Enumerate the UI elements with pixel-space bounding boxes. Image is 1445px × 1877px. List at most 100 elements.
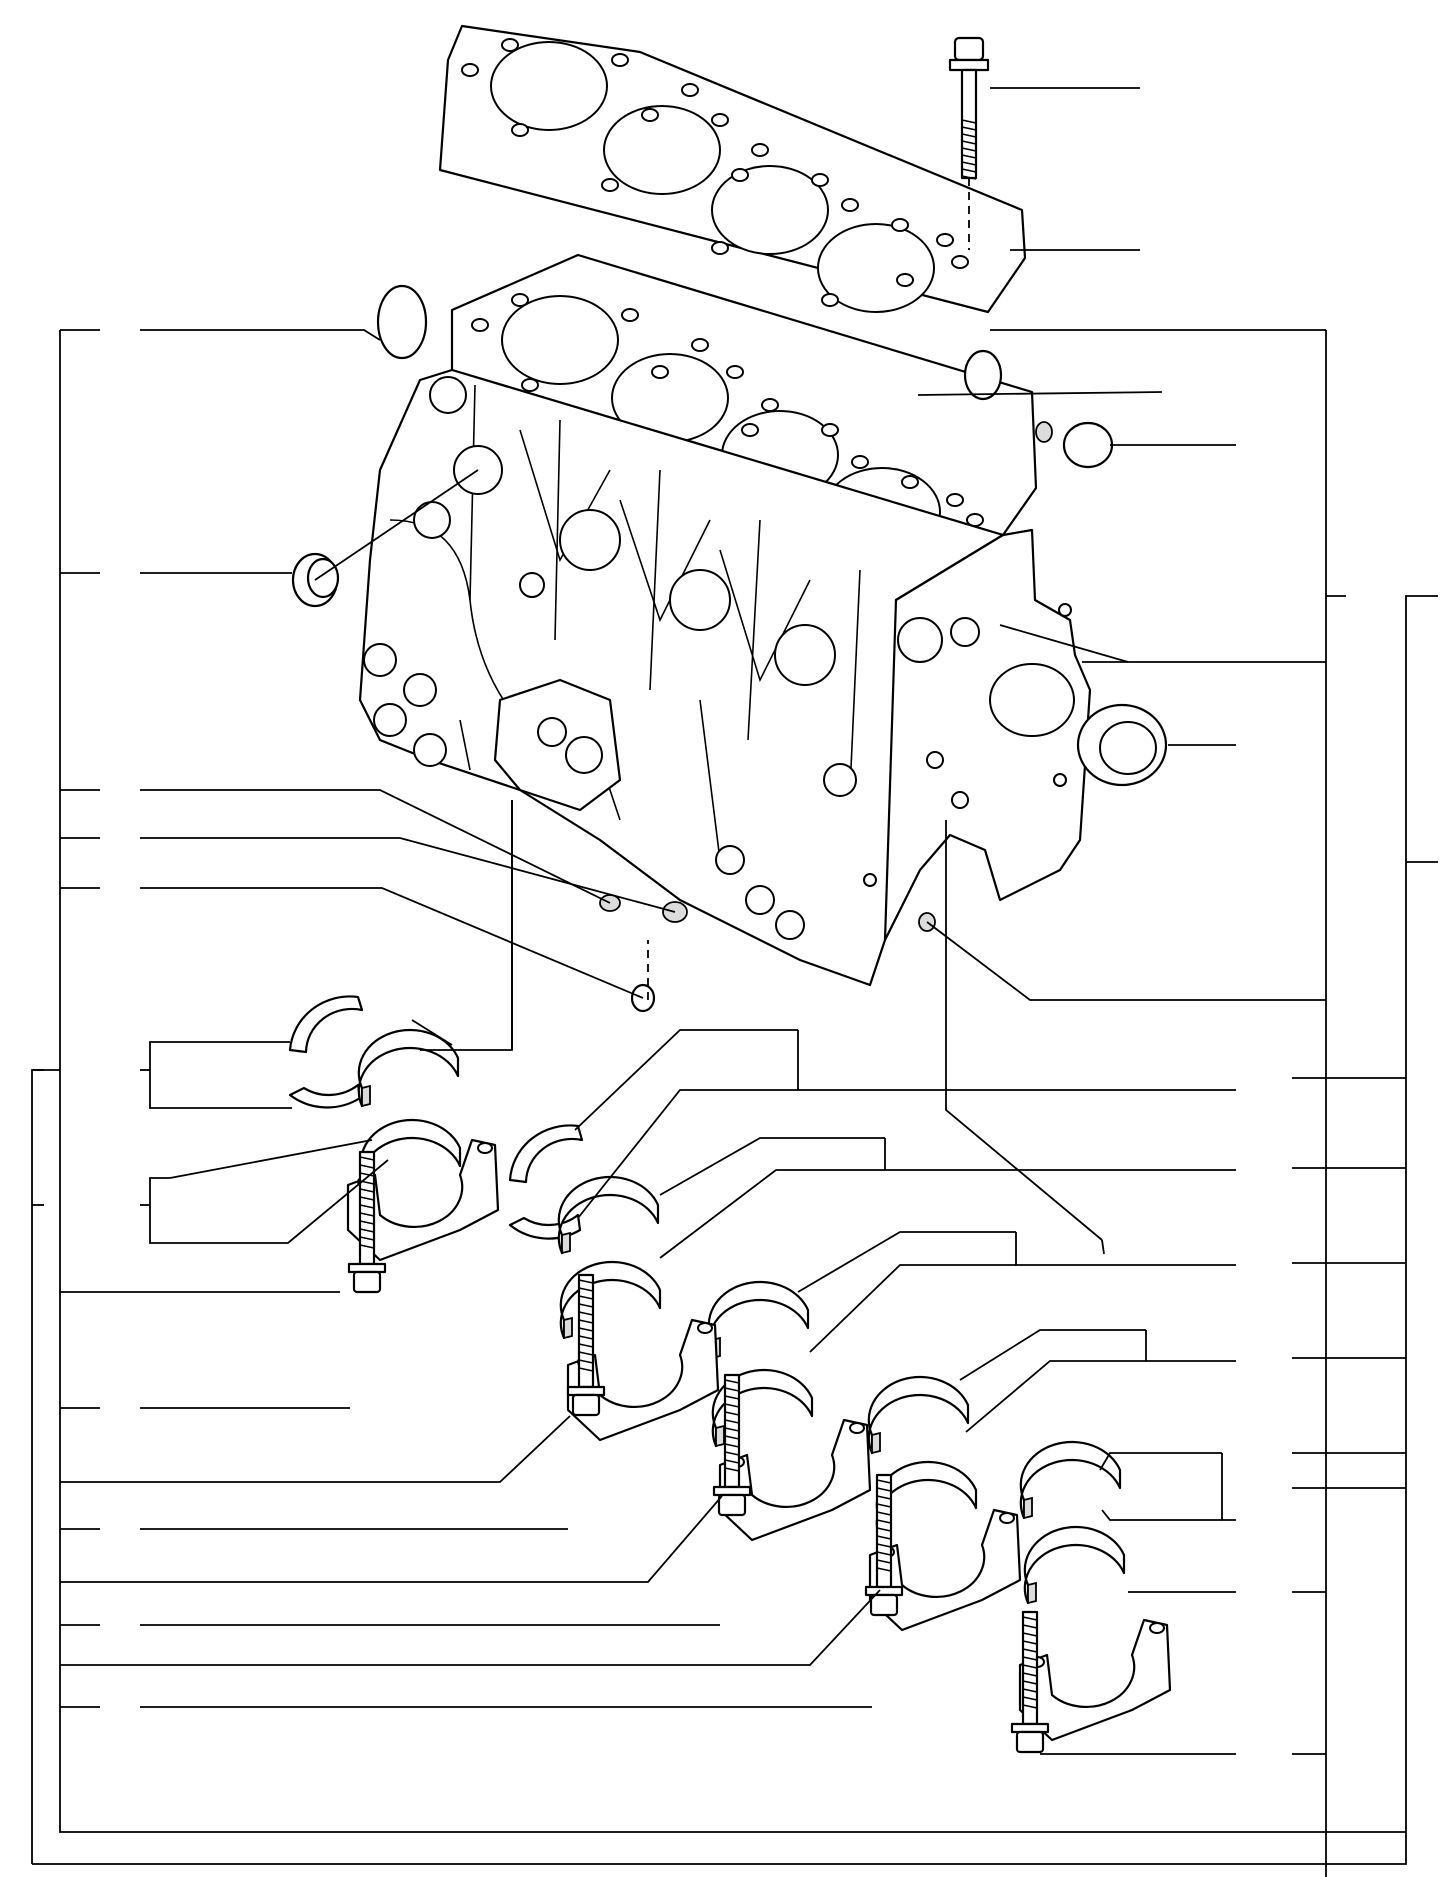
thread-line	[359, 1220, 375, 1225]
deck-hole	[621, 308, 639, 322]
thread-line	[876, 1527, 892, 1532]
bolt-flange	[1010, 1722, 1050, 1734]
thread-line	[1022, 1656, 1038, 1661]
thread-line	[724, 1411, 740, 1416]
thread-line	[359, 1204, 375, 1209]
gasket-hole	[821, 293, 839, 307]
gasket-hole	[891, 218, 909, 232]
thread-line	[1022, 1664, 1038, 1669]
thread-line	[578, 1287, 594, 1292]
gasket-hole	[501, 38, 519, 52]
thread-line	[359, 1228, 375, 1233]
thread-line	[876, 1543, 892, 1548]
bolt-flange	[864, 1585, 904, 1597]
thread-line	[359, 1236, 375, 1241]
cap-hole	[697, 1322, 713, 1334]
bearing-shell-edge	[715, 1424, 725, 1448]
thread-line	[724, 1451, 740, 1456]
thread-line	[578, 1343, 594, 1348]
thread-line	[724, 1435, 740, 1440]
bolt-head	[1015, 1730, 1045, 1754]
gasket-hole	[511, 123, 529, 137]
cylinder-block-icon	[358, 253, 1092, 987]
thread-line	[1022, 1640, 1038, 1645]
cap-hole	[1149, 1622, 1165, 1634]
thread-line	[578, 1351, 594, 1356]
thread-line	[961, 126, 977, 131]
thread-line	[876, 1519, 892, 1524]
main-bearing-cap-icon	[1018, 1618, 1172, 1742]
bearing-shell-edge	[1023, 1496, 1033, 1520]
thread-line	[578, 1303, 594, 1308]
thread-line	[876, 1535, 892, 1540]
thread-line	[724, 1467, 740, 1472]
thread-line	[578, 1295, 594, 1300]
main-bearing-cap-icon	[566, 1318, 720, 1442]
gasket-hole	[681, 83, 699, 97]
thread-line	[578, 1279, 594, 1284]
gasket-hole	[641, 108, 659, 122]
bearing-shell-icon	[357, 1028, 460, 1108]
thread-line	[876, 1503, 892, 1508]
gasket-hole	[751, 143, 769, 157]
deck-hole	[741, 423, 759, 437]
thread-line	[961, 168, 977, 173]
gasket-hole	[601, 178, 619, 192]
thread-line	[961, 161, 977, 166]
leader-lines	[31, 87, 1438, 1877]
bearing-shell-icon	[559, 1260, 662, 1340]
thread-line	[724, 1419, 740, 1424]
deck-hole	[651, 365, 669, 379]
thread-line	[961, 175, 977, 180]
main-bearing-cap-icon	[346, 1138, 500, 1262]
thread-line	[1022, 1616, 1038, 1621]
gasket-hole	[811, 173, 829, 187]
bearing-shell-edge	[871, 1431, 881, 1455]
bearing-shell-icon	[1019, 1440, 1122, 1520]
bearing-shell-edge	[563, 1316, 573, 1340]
thread-line	[876, 1511, 892, 1516]
thread-line	[724, 1443, 740, 1448]
thread-line	[876, 1559, 892, 1564]
thread-line	[578, 1367, 594, 1372]
thread-line	[578, 1327, 594, 1332]
thread-line	[1022, 1696, 1038, 1701]
thread-line	[578, 1319, 594, 1324]
bolt-head	[571, 1393, 601, 1417]
cap-hole	[849, 1422, 865, 1434]
thread-line	[1022, 1632, 1038, 1637]
bolt-head	[352, 1270, 382, 1294]
thread-line	[876, 1551, 892, 1556]
deck-hole	[901, 475, 919, 489]
head-bolt-icon	[948, 36, 990, 250]
thread-line	[359, 1156, 375, 1161]
thread-line	[359, 1172, 375, 1177]
thread-line	[359, 1212, 375, 1217]
deck-hole	[521, 378, 539, 392]
thread-line	[359, 1188, 375, 1193]
thread-line	[724, 1459, 740, 1464]
bearing-shell-icon	[707, 1280, 810, 1360]
gasket-hole	[936, 233, 954, 247]
plug-icon	[376, 284, 1053, 1013]
thread-line	[724, 1427, 740, 1432]
deck-hole	[726, 365, 744, 379]
thread-line	[724, 1395, 740, 1400]
thread-line	[961, 147, 977, 152]
gasket-hole	[841, 198, 859, 212]
thread-line	[961, 154, 977, 159]
thread-line	[359, 1244, 375, 1249]
deck-hole	[761, 398, 779, 412]
thread-line	[578, 1335, 594, 1340]
thread-line	[961, 140, 977, 145]
deck-hole	[471, 318, 489, 332]
bolt-flange	[712, 1485, 752, 1497]
thread-line	[961, 133, 977, 138]
thread-line	[359, 1196, 375, 1201]
thread-line	[961, 119, 977, 124]
bolt-flange	[566, 1385, 606, 1397]
bolt-head	[869, 1593, 899, 1617]
bearing-shell-edge	[1027, 1581, 1037, 1605]
deck-hole	[691, 338, 709, 352]
bearing-shell-icon	[867, 1375, 970, 1455]
